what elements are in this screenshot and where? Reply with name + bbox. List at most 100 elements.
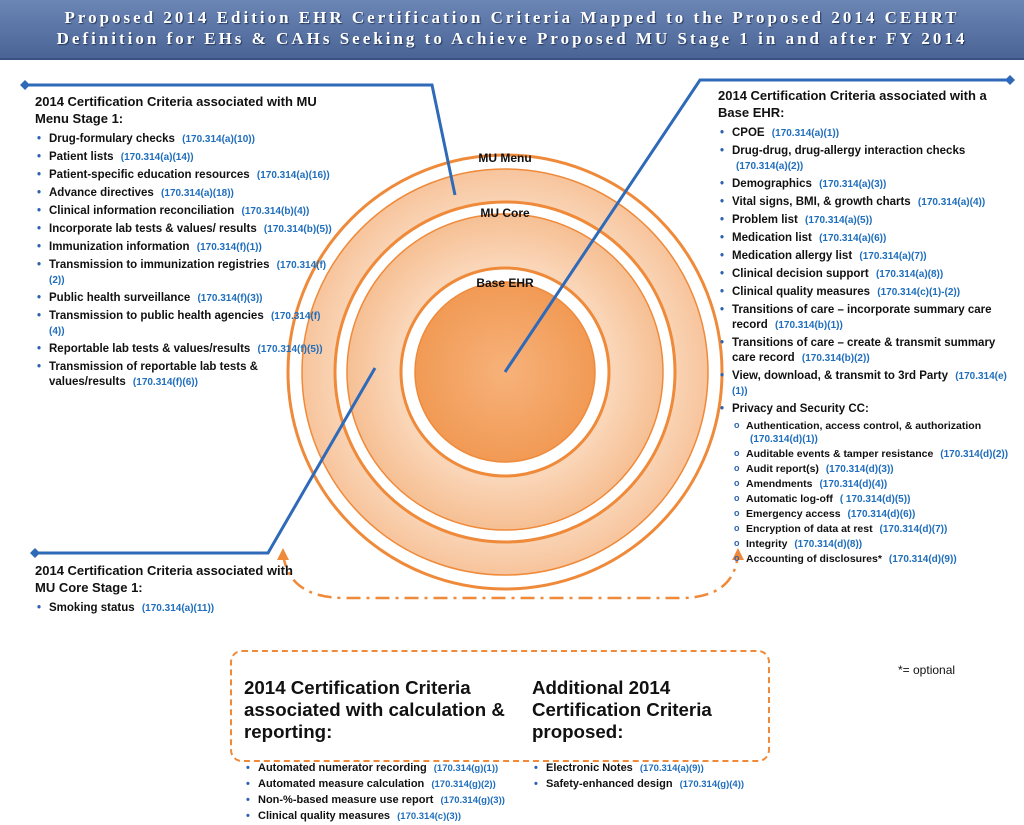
criterion-item: Automated numerator recording (170.314(g… bbox=[244, 761, 524, 776]
criterion-code: (170.314(e)(1)) bbox=[732, 371, 1007, 397]
connector-core bbox=[38, 367, 377, 555]
privacy-sub-list: Authentication, access control, & author… bbox=[732, 419, 1020, 566]
criterion-code: (170.314(c)(1)-(2)) bbox=[877, 287, 961, 298]
criterion-item: Safety-enhanced design (170.314(g)(4)) bbox=[532, 777, 768, 792]
criterion-item: Clinical information reconciliation (170… bbox=[35, 204, 335, 219]
additional-panel-heading: Additional 2014 Certification Criteria p… bbox=[532, 676, 712, 742]
additional-panel: Additional 2014 Certification Criteria p… bbox=[532, 658, 768, 793]
criterion-label: Authentication, access control, & author… bbox=[746, 420, 982, 432]
privacy-sub-item: Auditable events & tamper resistance (17… bbox=[732, 447, 1020, 461]
calc-reporting-box: 2014 Certification Criteria associated w… bbox=[230, 650, 770, 823]
criterion-code: (170.314(b)(1)) bbox=[775, 320, 843, 331]
privacy-sub-item: Emergency access (170.314(d)(6)) bbox=[732, 507, 1020, 521]
core-panel: 2014 Certification Criteria associated w… bbox=[35, 562, 295, 619]
criterion-item: Incorporate lab tests & values/ results … bbox=[35, 222, 335, 237]
privacy-label: Privacy and Security CC: bbox=[732, 403, 869, 415]
criterion-item: Clinical quality measures (170.314(c)(3)… bbox=[244, 809, 524, 824]
criterion-item: Non-%-based measure use report (170.314(… bbox=[244, 793, 524, 808]
criterion-code: (170.314(d)(4)) bbox=[819, 479, 888, 490]
optional-note: *= optional bbox=[898, 663, 956, 677]
criterion-label: Auditable events & tamper resistance bbox=[746, 448, 934, 460]
calc-bracket-arrow-left bbox=[277, 548, 289, 560]
criterion-code: (170.314(g)(4)) bbox=[679, 779, 745, 791]
criterion-code: (170.314(d)(6)) bbox=[847, 509, 916, 520]
title-bar: Proposed 2014 Edition EHR Certification … bbox=[0, 0, 1024, 60]
criterion-label: Transmission of reportable lab tests & v… bbox=[49, 361, 258, 388]
criterion-code: (170.314(a)(8)) bbox=[875, 269, 944, 280]
criterion-item: View, download, & transmit to 3rd Party … bbox=[718, 369, 1020, 399]
criterion-code: (170.314(d)(8)) bbox=[794, 539, 863, 550]
criterion-label: Emergency access bbox=[746, 508, 841, 520]
criterion-label: Reportable lab tests & values/results bbox=[49, 343, 251, 355]
criterion-code: (170.314(a)(1)) bbox=[771, 128, 840, 139]
criterion-item: Smoking status (170.314(a)(11)) bbox=[35, 601, 295, 616]
diagram-svg bbox=[20, 75, 1015, 600]
criterion-item: Immunization information (170.314(f)(1)) bbox=[35, 240, 335, 255]
connector-menu-diamond bbox=[20, 80, 30, 90]
label-mu-core: MU Core bbox=[480, 206, 530, 220]
criterion-item: Public health surveillance (170.314(f)(3… bbox=[35, 291, 335, 306]
criterion-label: Automated numerator recording bbox=[258, 762, 427, 775]
criterion-label: Patient lists bbox=[49, 151, 114, 163]
criterion-item: Advance directives (170.314(a)(18)) bbox=[35, 186, 335, 201]
criterion-item-privacy: Privacy and Security CC: Authentication, … bbox=[718, 402, 1020, 566]
criterion-label: Accounting of disclosures* bbox=[746, 553, 882, 565]
menu-panel: 2014 Certification Criteria associated w… bbox=[35, 93, 335, 393]
privacy-sub-item: Integrity (170.314(d)(8)) bbox=[732, 537, 1020, 551]
criterion-code: (170.314(d)(7)) bbox=[879, 524, 948, 535]
criterion-label: Advance directives bbox=[49, 187, 154, 199]
criterion-label: Medication allergy list bbox=[732, 250, 853, 262]
criterion-code: (170.314(a)(18)) bbox=[161, 188, 234, 199]
criterion-label: Public health surveillance bbox=[49, 292, 191, 304]
base-panel: 2014 Certification Criteria associated w… bbox=[718, 87, 1020, 677]
criterion-label: Vital signs, BMI, & growth charts bbox=[732, 196, 911, 208]
criterion-label: Integrity bbox=[746, 538, 788, 550]
criterion-item: Clinical decision support (170.314(a)(8)… bbox=[718, 267, 1020, 282]
core-criteria-list: Smoking status (170.314(a)(11)) bbox=[35, 601, 295, 616]
criterion-code: (170.314(b)(2)) bbox=[801, 353, 870, 364]
criterion-label: Problem list bbox=[732, 214, 798, 226]
criterion-code: (170.314(b)(4)) bbox=[241, 206, 310, 217]
criterion-item: Drug-formulary checks (170.314(a)(10)) bbox=[35, 132, 335, 147]
criterion-label: Electronic Notes bbox=[546, 762, 633, 775]
criterion-code: (170.314(f)(3)) bbox=[197, 293, 263, 304]
criterion-label: Transmission to public health agencies bbox=[49, 310, 264, 322]
criterion-item: Transmission of reportable lab tests & v… bbox=[35, 360, 335, 390]
criterion-item: Automated measure calculation (170.314(g… bbox=[244, 777, 524, 792]
privacy-sub-item: Accounting of disclosures* (170.314(d)(9… bbox=[732, 552, 1020, 566]
criterion-label: Immunization information bbox=[49, 241, 190, 253]
criterion-item: Medication list (170.314(a)(6)) bbox=[718, 231, 1020, 246]
criterion-code: (170.314(g)(1)) bbox=[433, 763, 499, 775]
criterion-code: (170.314(f)(6)) bbox=[132, 377, 198, 388]
menu-criteria-list: Drug-formulary checks (170.314(a)(10)) Pa… bbox=[35, 132, 335, 390]
criterion-code: (170.314(a)(6)) bbox=[819, 233, 887, 244]
criterion-label: Clinical quality measures bbox=[258, 810, 391, 823]
label-base-ehr: Base EHR bbox=[476, 276, 534, 290]
criterion-label: Incorporate lab tests & values/ results bbox=[49, 223, 257, 235]
criterion-label: Automated measure calculation bbox=[258, 778, 425, 791]
criterion-code: (170.314(c)(3)) bbox=[397, 811, 462, 823]
connector-base bbox=[503, 78, 1010, 373]
criterion-item: Transitions of care – incorporate summar… bbox=[718, 303, 1020, 333]
criterion-label: Audit report(s) bbox=[746, 463, 819, 475]
criterion-label: Encryption of data at rest bbox=[746, 523, 873, 535]
criterion-item: CPOE (170.314(a)(1)) bbox=[718, 126, 1020, 141]
criterion-item: Medication allergy list (170.314(a)(7)) bbox=[718, 249, 1020, 264]
calc-bracket bbox=[281, 552, 740, 600]
calc-panel-heading: 2014 Certification Criteria associated w… bbox=[244, 676, 505, 742]
core-panel-heading: 2014 Certification Criteria associated w… bbox=[35, 563, 293, 595]
privacy-sub-item: Encryption of data at rest (170.314(d)(7… bbox=[732, 522, 1020, 536]
criterion-label: Demographics bbox=[732, 178, 812, 190]
criterion-code: (170.314(a)(3)) bbox=[819, 179, 887, 190]
criterion-code: (170.314(d)(3)) bbox=[825, 464, 894, 475]
criterion-item: Vital signs, BMI, & growth charts (170.3… bbox=[718, 195, 1020, 210]
criterion-code: (170.314(g)(2)) bbox=[431, 779, 496, 791]
criterion-label: Drug-drug, drug-allergy interaction chec… bbox=[732, 145, 966, 157]
criterion-code: (170.314(f)(1)) bbox=[196, 242, 262, 253]
label-mu-menu: MU Menu bbox=[478, 151, 532, 165]
criterion-label: Clinical information reconciliation bbox=[49, 205, 235, 217]
criterion-item: Transmission to public health agencies (… bbox=[35, 309, 335, 339]
criterion-code: (170.314(d)(1)) bbox=[750, 434, 818, 445]
criterion-label: Amendments bbox=[746, 478, 813, 490]
criterion-code: (170.314(f)(4)) bbox=[49, 311, 321, 337]
